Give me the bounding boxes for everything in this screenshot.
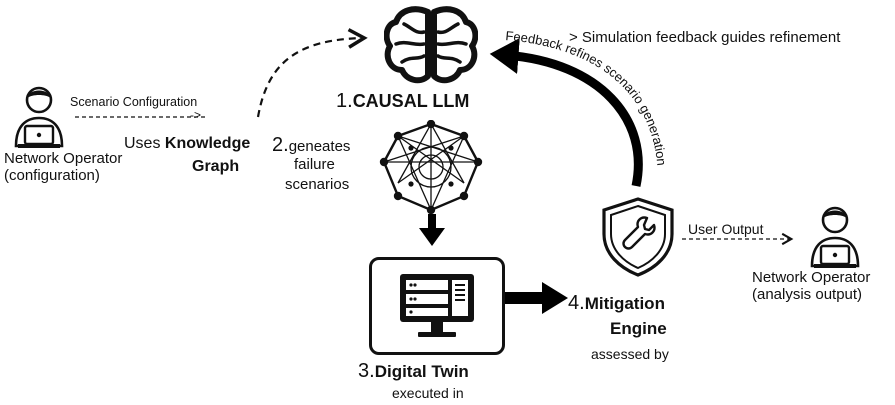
step3-title: Digital Twin bbox=[374, 362, 469, 381]
left-operator-role: (configuration) bbox=[4, 167, 100, 184]
monitor-server-icon bbox=[400, 274, 474, 337]
network-graph-icon bbox=[379, 120, 483, 215]
step2-number: 2. bbox=[272, 134, 289, 156]
step1-title: CAUSAL LLM bbox=[352, 91, 470, 111]
step4-caption: assessed by bbox=[591, 346, 669, 362]
graph-to-twin-arrow bbox=[419, 214, 445, 246]
step4-title-line2: Engine bbox=[610, 319, 667, 338]
digital-twin-box bbox=[369, 257, 505, 355]
person-laptop-icon bbox=[14, 86, 64, 148]
svg-text:Feedback refines scenario gene: Feedback refines scenario generation bbox=[505, 28, 670, 166]
feedback-curved-label: Feedback refines scenario generation bbox=[505, 28, 670, 166]
shield-wrench-icon bbox=[602, 197, 674, 277]
step2-line2: failure bbox=[294, 156, 335, 173]
left-operator-name: Network Operator bbox=[4, 150, 123, 167]
feedback-curved-arrow bbox=[489, 38, 643, 187]
scenario-configuration-label: Scenario Configuration bbox=[70, 95, 198, 109]
twin-to-engine-arrow bbox=[500, 282, 568, 314]
right-operator-name: Network Operator bbox=[752, 269, 871, 286]
step3-number: 3. bbox=[358, 360, 375, 382]
step4-title-line1: Mitigation bbox=[584, 294, 665, 313]
step1-number: 1. bbox=[336, 90, 353, 112]
knowledge-graph-word: Graph bbox=[192, 158, 240, 175]
feedback-header: > Simulation feedback guides refinement bbox=[569, 29, 841, 46]
step4-number: 4. bbox=[568, 292, 585, 314]
brain-icon bbox=[384, 6, 478, 84]
person-laptop-icon bbox=[810, 206, 860, 268]
right-operator-role: (analysis output) bbox=[752, 286, 863, 303]
user-output-label: User Output bbox=[688, 221, 764, 237]
knowledge-bold-word: Knowledge bbox=[164, 135, 251, 152]
step2-line3: scenarios bbox=[285, 176, 350, 193]
step3-caption: executed in bbox=[392, 385, 464, 401]
step2-line1: geneates bbox=[288, 138, 351, 155]
knowledge-to-llm-dashed-arrow bbox=[256, 28, 368, 118]
knowledge-prefix: Uses bbox=[124, 135, 161, 152]
config-arrow-tip: -> bbox=[190, 108, 202, 122]
